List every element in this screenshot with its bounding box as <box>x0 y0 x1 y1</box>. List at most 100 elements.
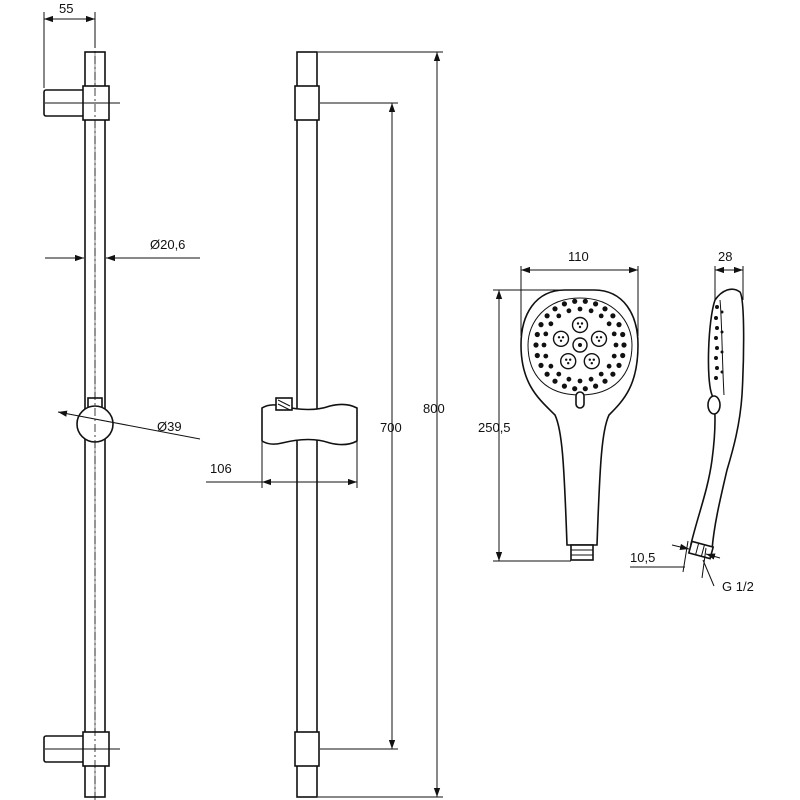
hand-shower-body <box>520 289 639 546</box>
nozzle-dot <box>606 363 612 369</box>
nozzle-dot <box>593 383 599 389</box>
thread-label: G 1/2 <box>722 579 754 594</box>
dim-holder-width-label: 106 <box>210 461 232 476</box>
nozzle-dot <box>602 306 608 312</box>
nozzle-cluster <box>590 330 608 347</box>
bottom-connector <box>294 731 320 767</box>
dimension-head-width: 110 <box>520 249 639 336</box>
nozzle-dot <box>598 313 604 319</box>
nozzle-dot <box>543 331 549 337</box>
nozzle-dot <box>616 362 622 368</box>
top-connector <box>294 85 320 121</box>
nozzle-dot <box>621 342 627 348</box>
dimension-rail-length: 800 <box>318 51 445 798</box>
nozzle-dot <box>588 308 594 314</box>
nozzle-dot <box>541 342 547 348</box>
nozzle-dot <box>613 342 619 348</box>
nozzle-dot <box>588 358 591 361</box>
nozzle-dot <box>577 306 583 312</box>
nozzle-dot <box>611 353 617 359</box>
dim-rail-diameter-label: Ø20,6 <box>150 237 185 252</box>
nozzle-dot <box>620 352 626 359</box>
nozzle-dot <box>561 301 568 307</box>
nozzle-dot <box>538 362 544 368</box>
dim-head-width-label: 110 <box>568 249 589 264</box>
nozzle-dot <box>578 325 582 329</box>
dimension-fixing-distance: 700 <box>320 102 402 750</box>
nozzle-dot <box>580 322 584 325</box>
dimension-knob-diameter: Ø39 <box>57 410 201 440</box>
dimension-head-length: 250,5 <box>478 289 571 562</box>
nozzle-dot <box>534 331 540 338</box>
dim-head-length-label: 250,5 <box>478 420 511 435</box>
nozzle-dot <box>610 371 616 377</box>
dimension-thread-length: 10,5 <box>630 540 721 579</box>
nozzle-dot <box>557 336 561 339</box>
dimension-rail-diameter: Ø20,6 <box>45 237 200 262</box>
nozzle-dot <box>592 358 595 361</box>
nozzle-dot <box>597 339 601 342</box>
nozzle-dot <box>565 358 568 361</box>
nozzle-dot <box>606 321 612 327</box>
nozzle-dot <box>590 362 593 365</box>
dim-thread-length-label: 10,5 <box>630 550 655 565</box>
nozzle-cluster <box>560 353 577 370</box>
dimension-head-depth: 28 <box>714 249 744 300</box>
nozzle-dot <box>588 376 594 382</box>
nozzle-dot <box>595 336 599 339</box>
side-switch-icon <box>707 395 721 415</box>
nozzle-dot <box>538 322 544 328</box>
nozzle-dot <box>533 342 539 348</box>
nozzle-dot <box>559 339 563 342</box>
top-wall-bracket <box>43 85 120 121</box>
thread-callout: G 1/2 <box>702 559 754 594</box>
nozzle-dot <box>561 336 565 339</box>
spray-nozzles <box>533 298 627 392</box>
nozzle-dot <box>534 352 540 359</box>
nozzle-dot <box>611 331 617 337</box>
nozzle-dot <box>572 386 578 392</box>
nozzle-dot <box>556 371 562 377</box>
nozzle-dot <box>577 378 583 384</box>
nozzle-dot <box>610 313 616 319</box>
shower-holder <box>261 397 358 446</box>
nozzle-dot <box>582 386 588 392</box>
nozzle-dot <box>602 378 608 384</box>
nozzle-dot <box>578 343 582 347</box>
nozzle-dot <box>616 322 622 328</box>
hand-shower-front <box>520 289 639 561</box>
nozzle-dot <box>556 313 562 319</box>
mode-switch-icon <box>575 391 585 409</box>
rail-front-view <box>261 51 358 798</box>
nozzle-dot <box>566 308 572 314</box>
nozzle-dot <box>582 298 588 304</box>
dim-rail-offset-label: 55 <box>59 1 73 16</box>
dim-fixing-distance-label: 700 <box>380 420 402 435</box>
dim-rail-length-label: 800 <box>423 401 445 416</box>
nozzle-dot <box>544 313 550 319</box>
nozzle-dot <box>552 306 558 312</box>
dimension-holder-width: 106 <box>206 442 358 488</box>
nozzle-dot <box>567 362 570 365</box>
nozzle-dot <box>576 322 580 325</box>
nozzle-dot <box>593 301 599 307</box>
nozzle-dot <box>598 371 604 377</box>
bottom-wall-bracket <box>43 731 120 767</box>
nozzle-dot <box>548 363 554 369</box>
nozzle-dot <box>599 336 603 339</box>
nozzle-dot <box>544 371 550 377</box>
dimension-rail-offset: 55 <box>43 1 96 88</box>
nozzle-dot <box>620 331 626 338</box>
thread-connector <box>570 544 594 561</box>
nozzle-cluster <box>571 316 589 334</box>
nozzle-dot <box>566 376 572 382</box>
hand-shower-side <box>687 288 745 560</box>
rail-side-view <box>43 40 120 800</box>
nozzle-dot <box>543 353 549 359</box>
nozzle-dot <box>569 358 572 361</box>
dim-knob-diameter-label: Ø39 <box>157 419 182 434</box>
nozzle-cluster <box>583 353 600 370</box>
side-nozzles <box>714 305 724 380</box>
nozzle-dot <box>548 321 554 327</box>
